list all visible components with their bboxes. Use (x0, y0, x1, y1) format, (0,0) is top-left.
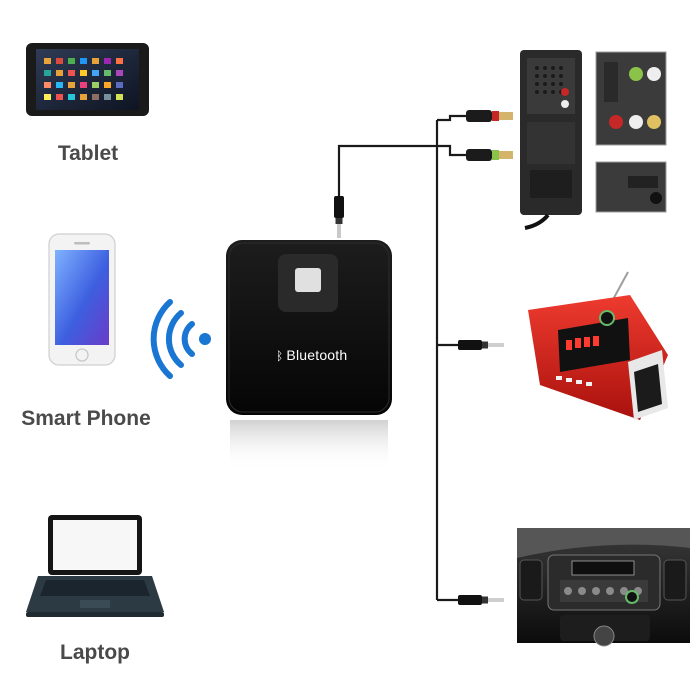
bluetooth-text: Bluetooth (286, 347, 348, 363)
tablet-image (26, 43, 149, 116)
aux-plug-radio (458, 340, 504, 350)
laptop-image (26, 515, 164, 617)
smartphone-image (48, 233, 116, 366)
portable-radio-image (528, 271, 668, 420)
aux-plug-car (458, 595, 504, 605)
speaker-system-image (520, 50, 667, 230)
car-stereo-image (517, 528, 690, 647)
bluetooth-icon: ᛒ (276, 349, 284, 363)
rca-plug-white (466, 149, 513, 161)
rca-plug-red (466, 110, 513, 122)
aux-plug-receiver (334, 196, 344, 238)
wifi-signal-icon (150, 299, 211, 379)
bluetooth-receiver (226, 240, 392, 470)
tablet-label: Tablet (57, 142, 119, 165)
smartphone-label: Smart Phone (21, 407, 151, 430)
laptop-label: Laptop (60, 641, 130, 664)
